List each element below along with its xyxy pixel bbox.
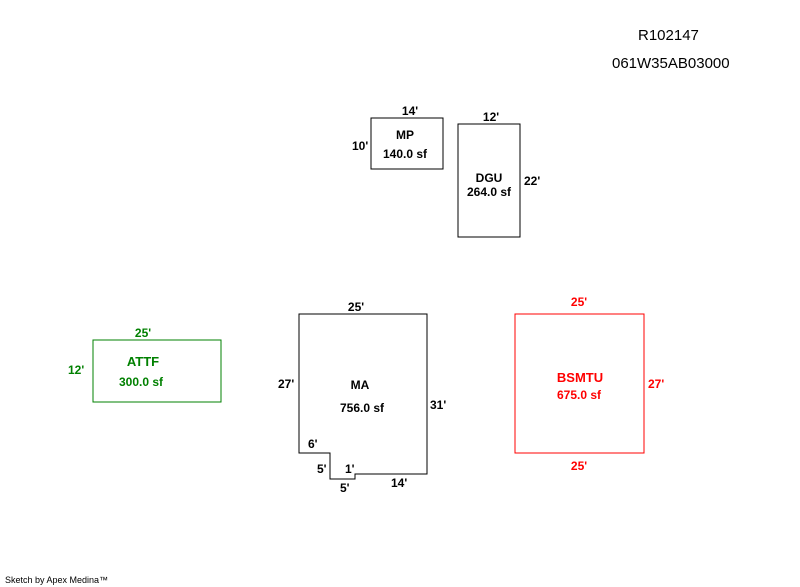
dgu-right-dim: 22' (524, 174, 540, 188)
ma-right-dim: 31' (430, 398, 446, 412)
attf-outline (92, 339, 222, 403)
bsmtu-name: BSMTU (557, 370, 603, 385)
bsmtu-right-dim: 27' (648, 377, 664, 391)
dgu-top-dim: 12' (483, 110, 499, 124)
area-attf: 25' 12' ATTF 300.0 sf (68, 326, 222, 403)
mp-top-dim: 14' (402, 104, 418, 118)
attf-left-dim: 12' (68, 363, 84, 377)
mp-left-dim: 10' (352, 139, 368, 153)
area-dgu: 12' 22' DGU 264.0 sf (457, 110, 540, 238)
ma-notch-right-dim: 1' (345, 462, 355, 476)
ma-notch-left-dim: 5' (317, 462, 327, 476)
mp-area: 140.0 sf (383, 147, 428, 161)
dgu-area: 264.0 sf (467, 185, 512, 199)
ma-area: 756.0 sf (340, 401, 385, 415)
attf-top-dim: 25' (135, 326, 151, 340)
ma-notch-bottom-dim: 5' (340, 481, 350, 495)
bsmtu-outline (514, 313, 645, 454)
mp-outline (370, 117, 444, 170)
dgu-outline (457, 123, 521, 238)
area-mp: 14' 10' MP 140.0 sf (352, 104, 444, 170)
ma-name: MA (351, 378, 370, 392)
bsmtu-top-dim: 25' (571, 295, 587, 309)
record-id: R102147 (638, 27, 699, 44)
mp-name: MP (396, 128, 414, 142)
footer-credit: Sketch by Apex Medina™ (5, 575, 108, 585)
bsmtu-area: 675.0 sf (557, 388, 602, 402)
bsmtu-bottom-dim: 25' (571, 459, 587, 473)
area-ma: 25' 27' 31' 6' 5' 1' 5' 14' MA 756.0 sf (278, 300, 446, 495)
ma-top-dim: 25' (348, 300, 364, 314)
ma-bottom-dim: 14' (391, 476, 407, 490)
ma-notch-top-dim: 6' (308, 437, 318, 451)
ma-outline (298, 313, 428, 480)
ma-left-dim: 27' (278, 377, 294, 391)
dgu-name: DGU (476, 171, 503, 185)
area-bsmtu: 25' 27' 25' BSMTU 675.0 sf (514, 295, 664, 473)
attf-name: ATTF (127, 354, 159, 369)
parcel-id: 061W35AB03000 (612, 55, 730, 72)
attf-area: 300.0 sf (119, 375, 164, 389)
